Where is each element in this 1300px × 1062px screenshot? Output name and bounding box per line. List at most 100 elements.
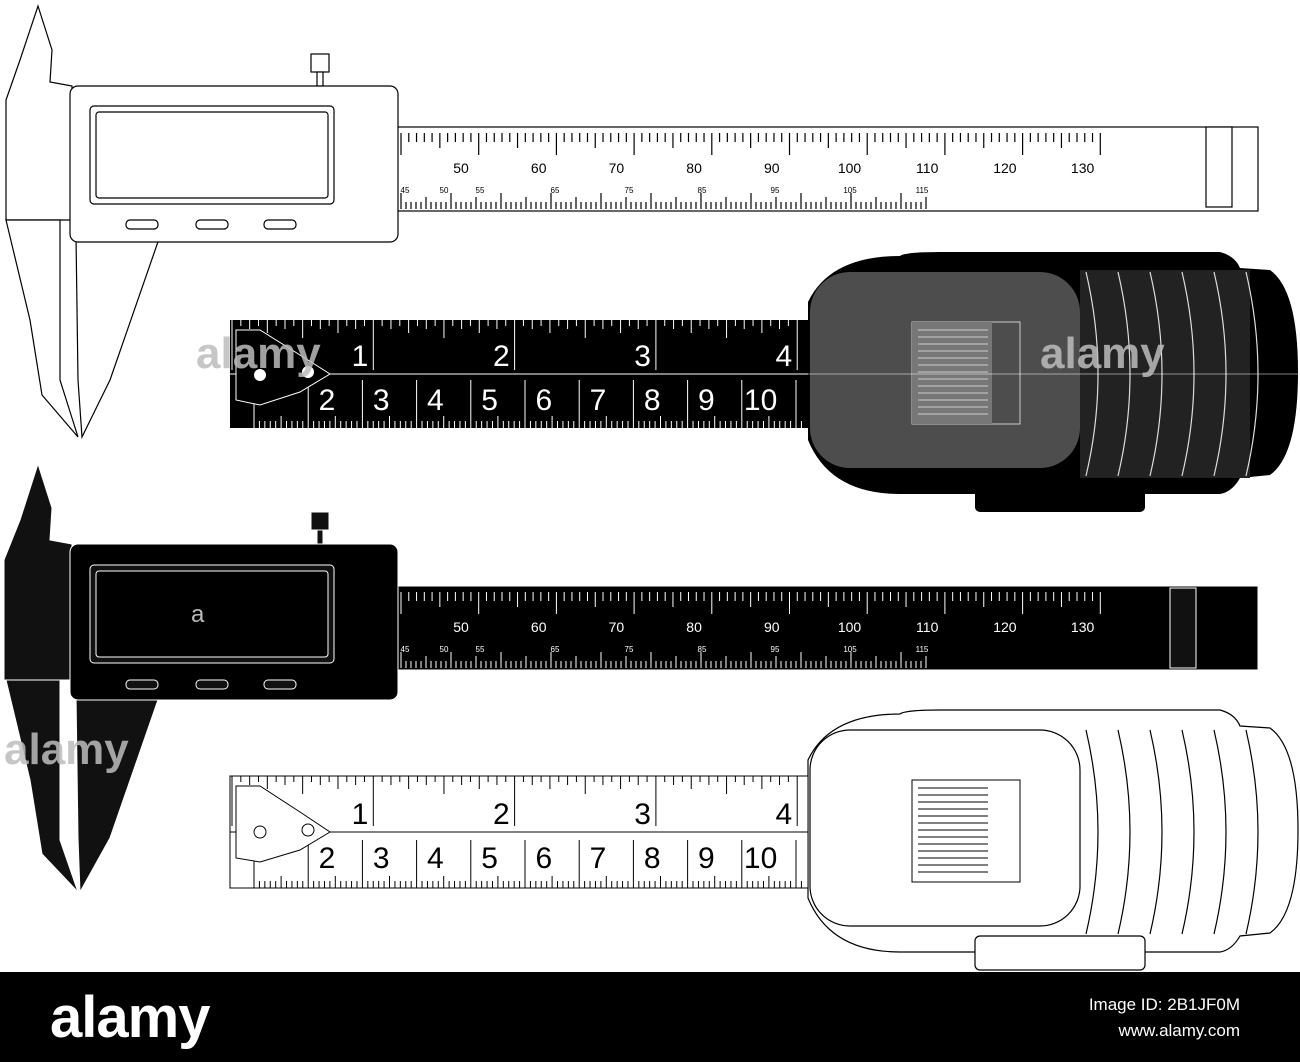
grip-line [1149,729,1163,935]
inch-label: 4 [776,798,793,831]
cm-label: 2 [319,842,336,875]
tape-black-hook [235,329,331,406]
caliper-outline-beam-end [1205,126,1233,208]
cm-label: 8 [644,842,661,875]
cm-label: 5 [481,842,498,875]
vernier-label: 95 [771,645,780,654]
caliper-outline-beam [395,126,1259,212]
caliper-outline-main-ticks [400,133,1101,155]
image-meta: Image ID: 2B1JF0M www.alamy.com [1089,992,1240,1044]
caliper-outline-vernier-ticks [400,193,927,209]
vernier-label: 75 [625,186,634,195]
tape-black-rivet [302,366,314,378]
image-id: Image ID: 2B1JF0M [1088,995,1240,1014]
tape-outline-face [809,729,1081,927]
cm-label: 3 [373,842,390,875]
grip-line [1245,729,1259,935]
footer-bar: alamy Image ID: 2B1JF0M www.alamy.com [0,972,1300,1062]
caliper-black-knob [310,511,330,531]
caliper-outline-jaw [5,4,161,440]
caliper-black-beam [395,585,1259,671]
main-scale-label: 90 [764,160,780,176]
inch-label: 4 [776,340,793,373]
vernier-label: 115 [916,645,929,654]
tape-outline-hook [235,785,331,863]
vernier-label: 55 [476,645,485,654]
caliper-outline [5,4,1259,440]
caliper-black-lower-jaw [5,679,79,893]
caliper-outline-knob-stem [316,71,324,87]
vernier-label: 55 [476,186,485,195]
caliper-black-beam-end [1169,587,1197,669]
grip-line [1213,729,1227,935]
vernier-label: 85 [698,645,707,654]
tape-outline-lock [911,779,1021,883]
cm-label: 7 [590,384,607,417]
caliper-black-jaw [3,462,161,894]
caliper-black-button [263,679,297,690]
main-scale-label: 50 [453,160,469,176]
vernier-label: 105 [843,645,857,654]
vernier-label: 95 [771,186,780,195]
main-scale-label: 70 [609,619,625,635]
alamy-logo: alamy [50,985,210,1050]
vernier-label: 85 [698,186,707,195]
main-scale-label: 110 [916,160,939,176]
tape-outline-lock-ribs [918,787,988,873]
vernier-label: 45 [401,186,410,195]
cm-label: 6 [535,384,552,417]
tape-black-rivet [254,369,266,381]
tape-black-top-labels: 1 2 3 4 [352,340,793,373]
watermark: alamy [1040,329,1165,378]
main-scale-label: 130 [1071,619,1095,635]
cm-label: 10 [744,384,777,417]
vernier-label: 65 [551,645,560,654]
tape-measure-black [230,252,1298,512]
tape-black-lock-ribs [918,329,988,415]
tape-outline-rivet [301,823,315,837]
caliper-black-button [195,679,229,690]
tape-black-foot [975,478,1145,512]
vernier-label: 115 [916,186,929,195]
cm-label: 7 [590,842,607,875]
tape-outline-foot [974,935,1146,971]
inch-label: 2 [493,798,510,831]
caliper-black [3,462,1259,894]
vernier-label: 50 [440,645,449,654]
grip-line [1117,729,1131,935]
vernier-label: 105 [843,186,857,195]
caliper-black-vernier-ticks [400,652,927,668]
caliper-outline-button [263,219,297,230]
main-scale-label: 90 [764,619,780,635]
main-scale-label: 110 [916,619,939,635]
cm-label: 3 [373,384,390,417]
tape-outline-rivet [253,825,267,839]
inch-label: 3 [634,340,651,373]
caliper-black-main-ticks [400,592,1101,614]
cm-label: 10 [744,842,777,875]
cm-label: 4 [427,384,444,417]
tape-black-ticks [231,320,802,428]
grip-line [1085,729,1099,935]
cm-label: 6 [535,842,552,875]
vernier-label: 65 [551,186,560,195]
main-scale-label: 50 [453,619,469,635]
caliper-black-lcd-letter: a [191,601,205,628]
inch-label: 2 [493,340,510,373]
cm-label: 5 [481,384,498,417]
main-scale-label: 120 [993,160,1017,176]
vernier-label: 50 [440,186,449,195]
main-scale-label: 70 [609,160,625,176]
main-scale-label: 60 [531,160,547,176]
watermark: alamy [4,725,129,774]
cm-label: 4 [427,842,444,875]
caliper-black-button [125,679,159,690]
caliper-black-lcd-inner [95,570,329,658]
main-scale-label: 100 [838,619,862,635]
grip-line [1181,729,1195,935]
inch-label: 1 [352,340,369,373]
